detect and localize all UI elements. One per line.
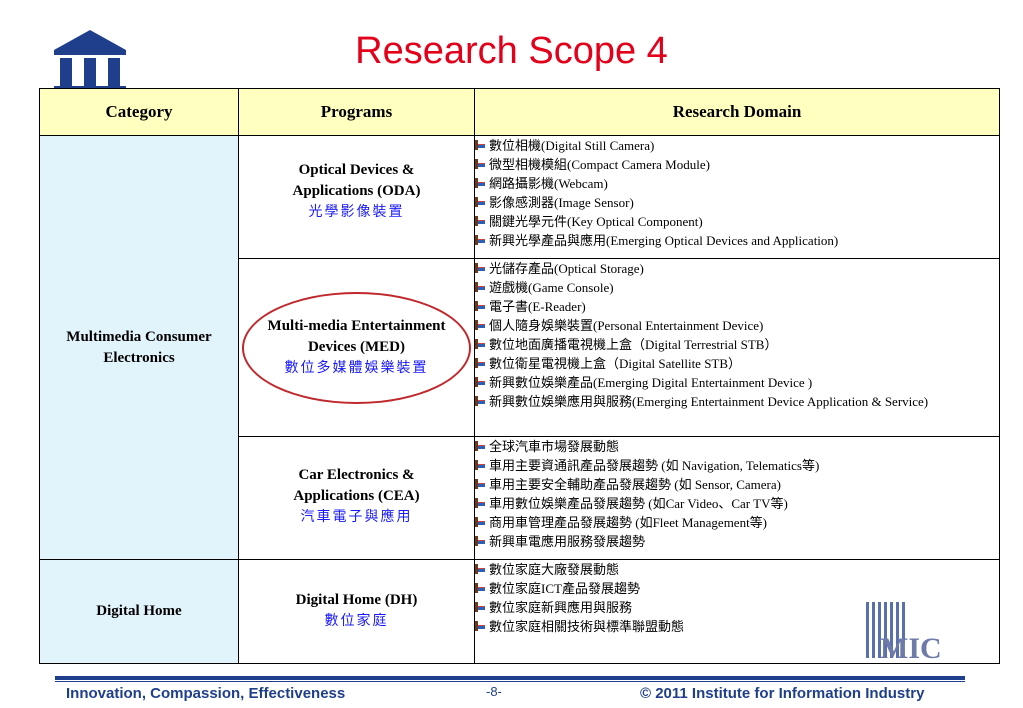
- bullet-icon: [475, 498, 485, 508]
- svg-text:MIC: MIC: [880, 632, 942, 660]
- header-programs: Programs: [238, 88, 475, 136]
- list-item: 影像感測器(Image Sensor): [475, 193, 999, 212]
- category-cell: Multimedia Consumer Electronics: [39, 135, 239, 560]
- list-item: 數位衛星電視機上盒（Digital Satellite STB）: [475, 354, 999, 373]
- list-item: 關鍵光學元件(Key Optical Component): [475, 212, 999, 231]
- domain-cell: 全球汽車市場發展動態 車用主要資通訊產品發展趨勢 (如 Navigation, …: [474, 436, 1000, 560]
- list-item: 數位相機(Digital Still Camera): [475, 136, 999, 155]
- list-item: 數位家庭ICT產品發展趨勢: [475, 579, 999, 598]
- list-item: 商用車管理產品發展趨勢 (如Fleet Management等): [475, 513, 999, 532]
- footer-rule: [55, 676, 965, 680]
- bullet-icon: [475, 140, 485, 150]
- program-cell: Optical Devices & Applications (ODA) 光學影…: [238, 135, 475, 259]
- list-item: 新興車電應用服務發展趨勢: [475, 532, 999, 551]
- bullet-icon: [475, 517, 485, 527]
- bullet-icon: [475, 301, 485, 311]
- list-item: 全球汽車市場發展動態: [475, 437, 999, 456]
- program-cell: Car Electronics & Applications (CEA) 汽車電…: [238, 436, 475, 560]
- list-item: 電子書(E-Reader): [475, 297, 999, 316]
- highlight-circle: [242, 292, 471, 404]
- category-multimedia: Multimedia Consumer Electronics: [66, 328, 212, 366]
- list-item: 車用主要資通訊產品發展趨勢 (如 Navigation, Telematics等…: [475, 456, 999, 475]
- research-scope-table: Category Programs Research Domain Multim…: [39, 88, 1000, 664]
- bullet-icon: [475, 320, 485, 330]
- bullet-icon: [475, 621, 485, 631]
- footer-rule-thin: [55, 681, 965, 682]
- bullet-icon: [475, 377, 485, 387]
- list-item: 數位家庭相關技術與標準聯盟動態: [475, 617, 999, 636]
- category-cell: Digital Home: [39, 559, 239, 664]
- bullet-icon: [475, 602, 485, 612]
- page-number: -8-: [486, 684, 502, 699]
- program-cell: Digital Home (DH) 數位家庭: [238, 559, 475, 664]
- list-item: 數位地面廣播電視機上盒（Digital Terrestrial STB）: [475, 335, 999, 354]
- page-title: Research Scope 4: [355, 30, 668, 72]
- list-item: 光儲存產品(Optical Storage): [475, 259, 999, 278]
- domain-cell: 光儲存產品(Optical Storage) 遊戲機(Game Console)…: [474, 258, 1000, 437]
- table-header-row: Category Programs Research Domain: [39, 88, 1000, 136]
- program-name: Car Electronics & Applications (CEA): [293, 467, 420, 504]
- list-item: 新興數位娛樂應用與服務(Emerging Entertainment Devic…: [475, 392, 999, 411]
- bullet-icon: [475, 479, 485, 489]
- domain-cell: 數位相機(Digital Still Camera) 微型相機模組(Compac…: [474, 135, 1000, 259]
- footer-copyright: © 2011 Institute for Information Industr…: [640, 685, 925, 702]
- table-row: Multimedia Consumer Electronics Optical …: [39, 135, 1000, 560]
- program-chinese-name: 汽車電子與應用: [300, 510, 413, 525]
- bullet-icon: [475, 159, 485, 169]
- category-digital-home: Digital Home: [96, 603, 182, 619]
- list-item: 個人隨身娛樂裝置(Personal Entertainment Device): [475, 316, 999, 335]
- bullet-icon: [475, 178, 485, 188]
- bullet-icon: [475, 339, 485, 349]
- table-row: Digital Home Digital Home (DH) 數位家庭 數位家庭…: [39, 559, 1000, 664]
- bullet-icon: [475, 282, 485, 292]
- bullet-icon: [475, 564, 485, 574]
- bullet-icon: [475, 235, 485, 245]
- table-row: Car Electronics & Applications (CEA) 汽車電…: [40, 436, 1000, 560]
- list-item: 網路攝影機(Webcam): [475, 174, 999, 193]
- program-chinese-name: 光學影像裝置: [308, 205, 405, 220]
- footer-tagline: Innovation, Compassion, Effectiveness: [66, 685, 346, 702]
- bullet-icon: [475, 583, 485, 593]
- mic-logo-icon: MIC: [866, 602, 942, 660]
- bullet-icon: [475, 197, 485, 207]
- program-name: Digital Home (DH): [295, 592, 418, 608]
- domain-cell: 數位家庭大廠發展動態 數位家庭ICT產品發展趨勢 數位家庭新興應用與服務 數位家…: [474, 559, 1000, 664]
- list-item: 微型相機模組(Compact Camera Module): [475, 155, 999, 174]
- list-item: 車用主要安全輔助產品發展趨勢 (如 Sensor, Camera): [475, 475, 999, 494]
- list-item: 數位家庭新興應用與服務: [475, 598, 999, 617]
- bullet-icon: [475, 216, 485, 226]
- header-research-domain: Research Domain: [474, 88, 1000, 136]
- bullet-icon: [475, 358, 485, 368]
- program-chinese-name: 數位家庭: [324, 614, 389, 629]
- bullet-icon: [475, 441, 485, 451]
- program-name: Optical Devices & Applications (ODA): [292, 162, 421, 199]
- bullet-icon: [475, 536, 485, 546]
- bullet-icon: [475, 460, 485, 470]
- bullet-icon: [475, 396, 485, 406]
- header-category: Category: [39, 88, 239, 136]
- list-item: 數位家庭大廠發展動態: [475, 560, 999, 579]
- list-item: 車用數位娛樂產品發展趨勢 (如Car Video、Car TV等): [475, 494, 999, 513]
- list-item: 新興數位娛樂產品(Emerging Digital Entertainment …: [475, 373, 999, 392]
- bullet-icon: [475, 263, 485, 273]
- list-item: 遊戲機(Game Console): [475, 278, 999, 297]
- list-item: 新興光學產品與應用(Emerging Optical Devices and A…: [475, 231, 999, 250]
